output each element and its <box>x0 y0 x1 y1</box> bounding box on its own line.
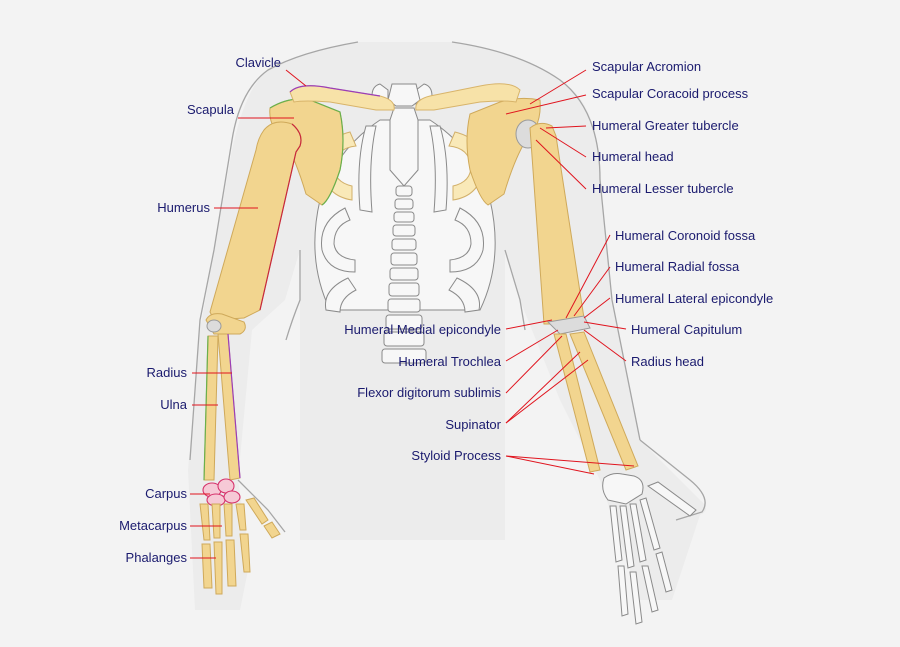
right-arm <box>415 83 697 625</box>
label-humeral-head: Humeral head <box>592 149 674 164</box>
label-flexor-digitorum: Flexor digitorum sublimis <box>357 385 501 400</box>
label-styloid-process: Styloid Process <box>411 448 501 463</box>
label-scapular-coracoid: Scapular Coracoid process <box>592 86 749 101</box>
label-humeral-trochlea: Humeral Trochlea <box>398 354 501 369</box>
label-supinator: Supinator <box>445 417 501 432</box>
spine <box>381 83 427 364</box>
label-metacarpus: Metacarpus <box>119 518 187 533</box>
label-humerus: Humerus <box>157 200 210 215</box>
label-humeral-capitulum: Humeral Capitulum <box>631 322 742 337</box>
leader-lines <box>190 69 635 559</box>
label-phalanges: Phalanges <box>126 550 188 565</box>
label-carpus: Carpus <box>145 486 187 501</box>
label-radius-head: Radius head <box>631 354 704 369</box>
label-clavicle: Clavicle <box>235 55 281 70</box>
label-ulna: Ulna <box>160 397 188 412</box>
left-arm <box>199 85 395 595</box>
label-humeral-radial-fossa: Humeral Radial fossa <box>615 259 740 274</box>
label-humeral-lateral-epicondyle: Humeral Lateral epicondyle <box>615 291 773 306</box>
label-humeral-lesser-tubercle: Humeral Lesser tubercle <box>592 181 734 196</box>
label-humeral-coronoid-fossa: Humeral Coronoid fossa <box>615 228 756 243</box>
label-scapular-acromion: Scapular Acromion <box>592 59 701 74</box>
label-humeral-greater-tubercle: Humeral Greater tubercle <box>592 118 739 133</box>
label-humeral-medial-epicondyle: Humeral Medial epicondyle <box>344 322 501 337</box>
labels: Clavicle Scapula Humerus Radius Ulna Car… <box>119 55 773 565</box>
label-scapula: Scapula <box>187 102 235 117</box>
label-radius: Radius <box>147 365 188 380</box>
